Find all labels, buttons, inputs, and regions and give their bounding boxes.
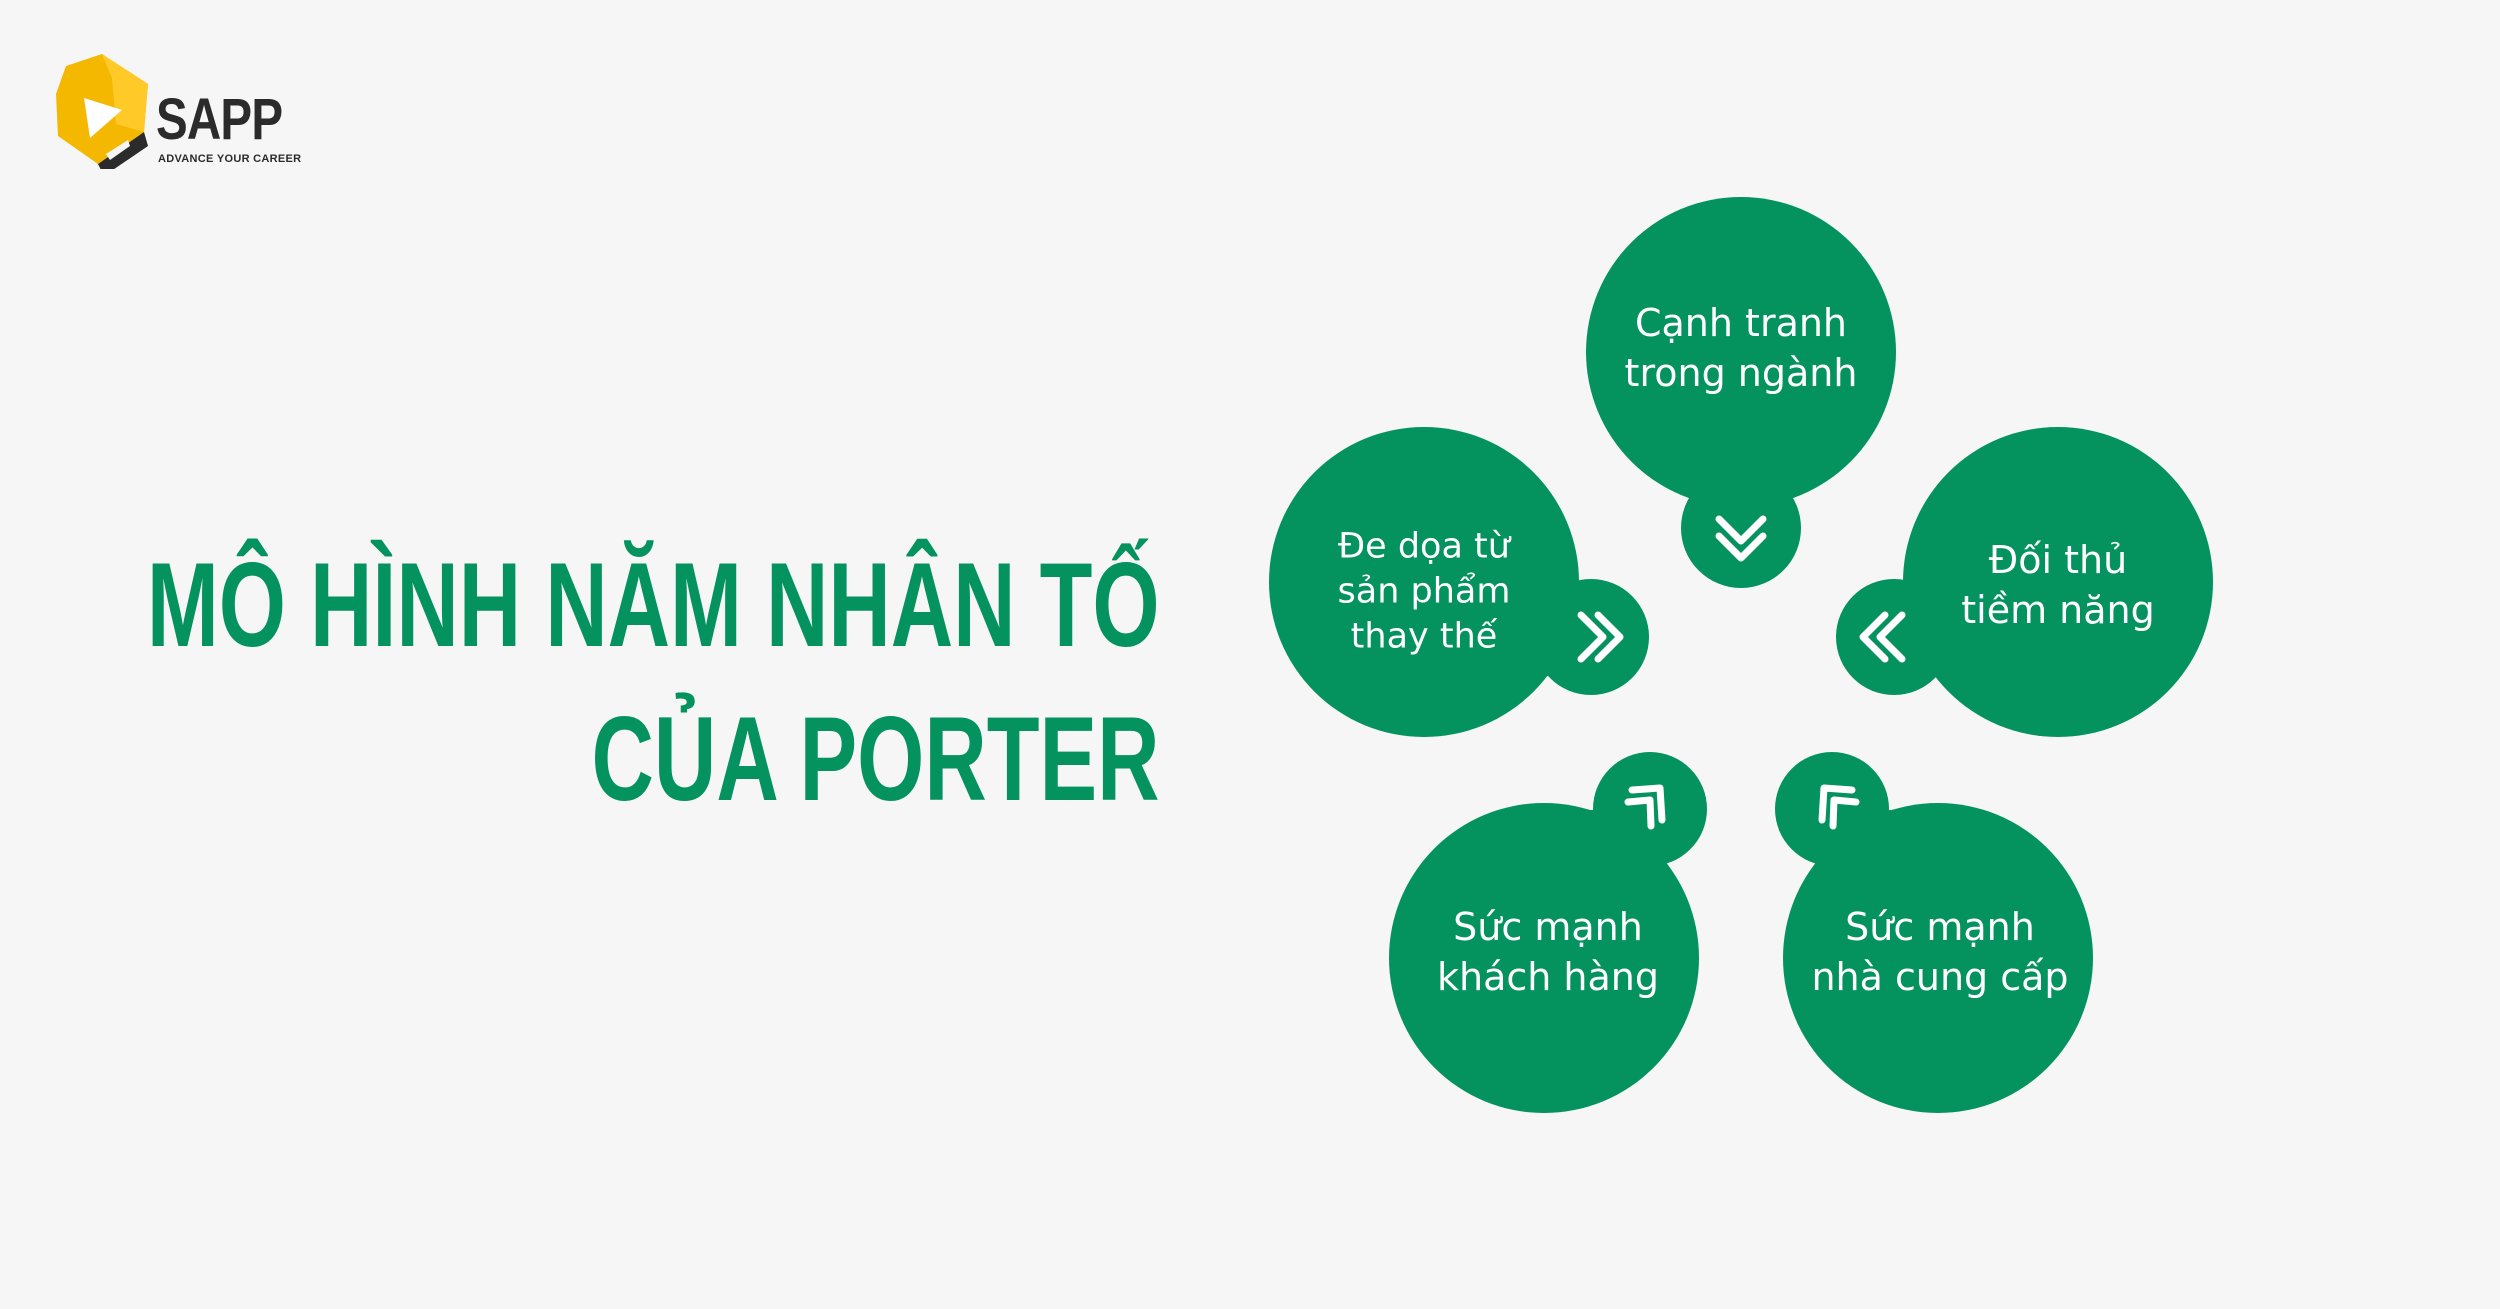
label-substitutes: Đe dọa từ sản phẩm thay thế xyxy=(1337,526,1511,657)
chevron-left-icon xyxy=(1859,611,1906,663)
page-title: MÔ HÌNH NĂM NHÂN TỐ CỦA PORTER xyxy=(147,528,1160,836)
logo-wordmark: SAPP xyxy=(156,87,283,152)
title-line-1: MÔ HÌNH NĂM NHÂN TỐ xyxy=(147,538,1160,672)
chevron-right-icon xyxy=(1577,611,1624,663)
label-new-entrants: Đối thủ tiềm năng xyxy=(1961,538,2155,632)
sapp-logo: SAPP ADVANCE YOUR CAREER xyxy=(56,54,306,174)
node-suppliers xyxy=(1775,752,2093,1113)
label-buyers: Sức mạnh khách hàng xyxy=(1436,905,1660,999)
node-new-entrants xyxy=(1836,427,2213,737)
node-substitutes xyxy=(1269,427,1649,737)
sapp-logo-icon xyxy=(56,54,148,169)
chevron-up-right-icon xyxy=(1624,784,1666,830)
label-suppliers: Sức mạnh nhà cung cấp xyxy=(1811,905,2069,999)
logo-tagline: ADVANCE YOUR CAREER xyxy=(158,153,302,165)
chevron-down-icon xyxy=(1715,515,1767,562)
title-line-2: CỦA PORTER xyxy=(591,692,1160,826)
chevron-up-left-icon xyxy=(1818,784,1860,830)
node-rivalry xyxy=(1586,197,1896,588)
label-rivalry: Cạnh tranh trong ngành xyxy=(1624,301,1858,395)
